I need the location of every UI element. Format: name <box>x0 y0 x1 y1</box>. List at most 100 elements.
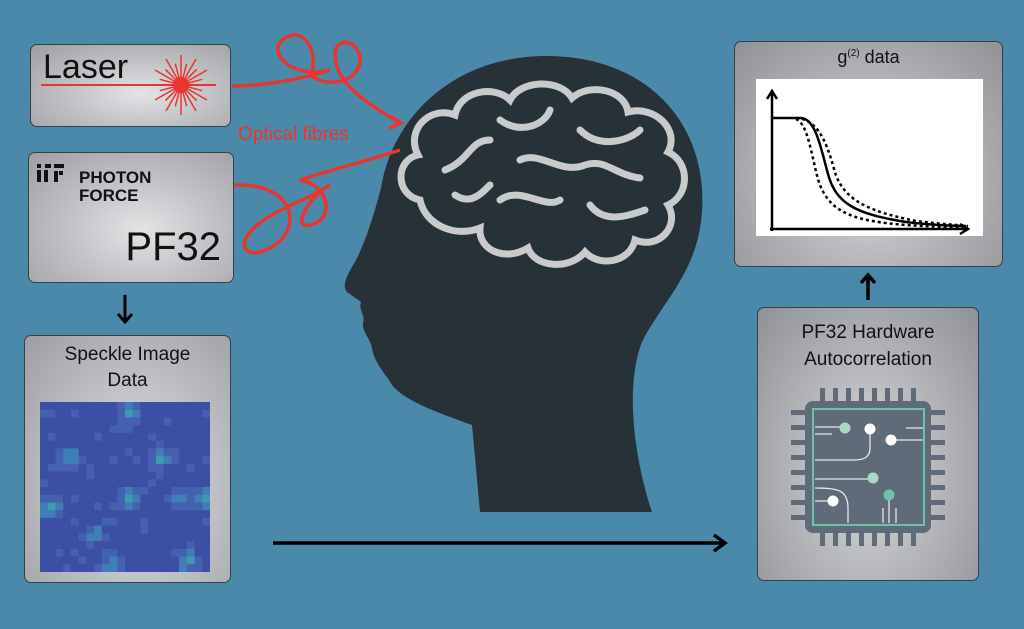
speckle-pixel <box>155 479 165 488</box>
speckle-pixel <box>70 533 80 542</box>
speckle-pixel <box>171 564 180 572</box>
speckle-pixel <box>78 479 87 488</box>
speckle-pixel <box>101 564 111 572</box>
speckle-pixel <box>86 409 95 418</box>
speckle-pixel <box>70 564 80 572</box>
speckle-pixel <box>202 548 210 558</box>
speckle-pixel <box>171 402 180 411</box>
speckle-pixel <box>132 564 141 572</box>
speckle-pixel <box>140 456 149 465</box>
speckle-pixel <box>163 440 172 449</box>
speckle-pixel <box>117 510 126 519</box>
speckle-pixel <box>55 417 64 426</box>
speckle-pixel <box>163 409 172 418</box>
chip-pin <box>846 532 851 546</box>
speckle-pixel <box>125 409 134 418</box>
speckle-pixel <box>63 479 72 488</box>
speckle-pixel <box>78 564 87 572</box>
speckle-pixel <box>132 448 141 457</box>
speckle-pixel <box>186 456 196 465</box>
speckle-pixel <box>94 517 103 527</box>
speckle-pixel <box>140 440 149 449</box>
speckle-pixel <box>55 541 64 550</box>
speckle-pixel <box>86 417 95 426</box>
speckle-pixel <box>40 456 49 465</box>
speckle-pixel <box>148 417 157 426</box>
speckle-pixel <box>194 456 203 465</box>
speckle-pixel <box>179 502 188 511</box>
speckle-pixel <box>40 548 49 558</box>
speckle-pixel <box>163 548 172 558</box>
chip-pin <box>930 485 945 490</box>
speckle-pixel <box>86 556 95 565</box>
speckle-pixel <box>55 525 64 534</box>
speckle-pixel <box>94 456 103 465</box>
speckle-pixel <box>202 502 210 511</box>
speckle-pixel <box>148 479 157 488</box>
speckle-pixel <box>109 517 118 527</box>
chip-pin <box>930 410 945 415</box>
speckle-pixel <box>70 556 80 565</box>
speckle-pixel <box>55 432 64 442</box>
speckle-pixel <box>179 463 188 473</box>
speckle-pixel <box>202 402 210 411</box>
chip-pin <box>791 440 806 445</box>
speckle-pixel <box>148 487 157 496</box>
speckle-pixel <box>70 432 80 442</box>
speckle-pixel <box>78 487 87 496</box>
chip-pin <box>930 500 945 505</box>
speckle-pixel <box>186 479 196 488</box>
speckle-pixel <box>125 556 134 565</box>
speckle-pixel <box>171 456 180 465</box>
speckle-pixel <box>186 440 196 449</box>
speckle-pixel <box>78 409 87 418</box>
speckle-pixel <box>179 440 188 449</box>
speckle-pixel <box>40 487 49 496</box>
chip-pin <box>930 425 945 430</box>
speckle-pixel <box>186 541 196 550</box>
speckle-pixel <box>70 440 80 449</box>
speckle-pixel <box>140 510 149 519</box>
speckle-pixel <box>155 564 165 572</box>
chip-pin <box>820 532 825 546</box>
speckle-pixel <box>70 494 80 503</box>
speckle-pixel <box>63 487 72 496</box>
speckle-pixel <box>101 487 111 496</box>
speckle-pixel <box>155 402 165 411</box>
speckle-pixel <box>132 402 141 411</box>
speckle-pixel <box>186 548 196 558</box>
speckle-pixel <box>86 487 95 496</box>
chip-pin <box>885 388 890 402</box>
speckle-pixel <box>78 425 87 434</box>
brand-line2: FORCE <box>79 186 139 205</box>
chip-pin <box>859 388 864 402</box>
speckle-pixel <box>78 432 87 442</box>
speckle-pixel <box>109 471 118 480</box>
speckle-pixel <box>40 533 49 542</box>
speckle-pixel <box>155 502 165 511</box>
speckle-pixel <box>179 479 188 488</box>
down-arrow <box>116 295 134 325</box>
g2-data-box: g(2) data <box>734 41 1003 267</box>
speckle-pixel <box>186 564 196 572</box>
speckle-pixel <box>179 525 188 534</box>
speckle-pixel <box>155 487 165 496</box>
speckle-pixel <box>70 541 80 550</box>
speckle-pixel <box>132 417 141 426</box>
speckle-pixel <box>109 564 118 572</box>
speckle-pixel <box>86 502 95 511</box>
speckle-pixel <box>78 525 87 534</box>
speckle-pixel <box>155 417 165 426</box>
speckle-pixel <box>63 510 72 519</box>
speckle-pixel <box>179 556 188 565</box>
speckle-pixel <box>171 463 180 473</box>
speckle-pixel <box>148 432 157 442</box>
speckle-pixel <box>171 525 180 534</box>
speckle-pixel <box>101 517 111 527</box>
speckle-pixel <box>125 463 134 473</box>
speckle-pixel <box>86 525 95 534</box>
speckle-pixel <box>101 556 111 565</box>
speckle-pixel <box>194 494 203 503</box>
speckle-pixel <box>86 448 95 457</box>
brain-icon <box>397 80 688 268</box>
